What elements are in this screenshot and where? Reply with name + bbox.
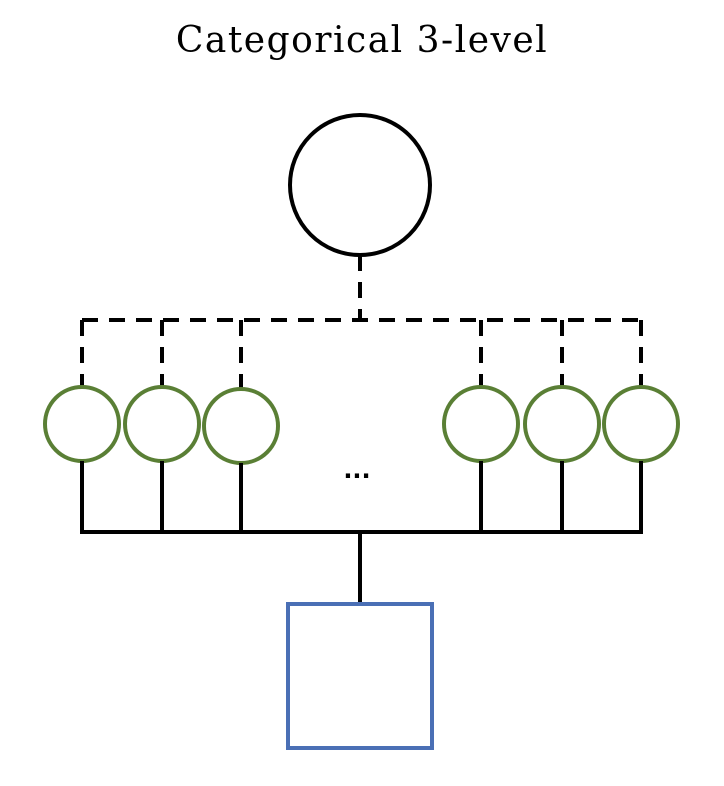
diagram-title: Categorical 3-level xyxy=(175,20,549,61)
middle-level-node-6 xyxy=(602,385,680,463)
middle-level-node-1 xyxy=(43,385,121,463)
middle-level-node-3 xyxy=(202,387,280,465)
ellipsis-label: ... xyxy=(343,456,370,484)
middle-level-node-4 xyxy=(442,385,520,463)
bottom-level-node xyxy=(286,602,434,750)
top-level-node xyxy=(288,113,432,257)
middle-level-node-5 xyxy=(523,385,601,463)
middle-level-node-2 xyxy=(123,385,201,463)
